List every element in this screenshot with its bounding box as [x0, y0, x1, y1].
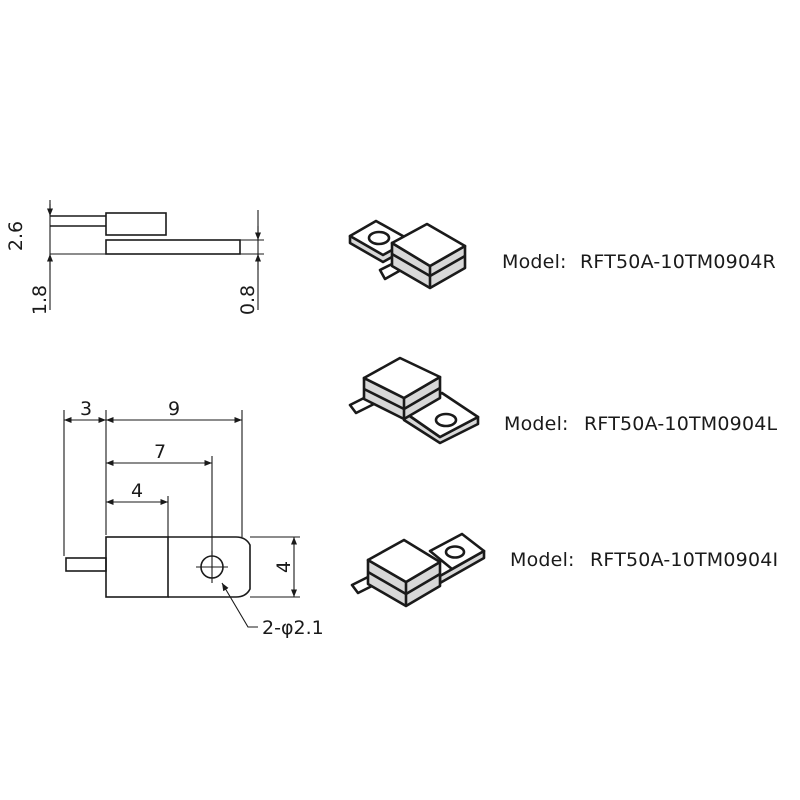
dim-overall: 9	[168, 398, 180, 420]
top-view: 3 9 7 4 4 2-φ2.1	[63, 398, 324, 639]
model-value-i: RFT50A-10TM0904I	[590, 549, 778, 571]
product-illustration-l	[348, 356, 480, 445]
dim-total-height: 2.6	[5, 221, 27, 251]
hole-callout: 2-φ2.1	[262, 617, 324, 639]
top-view-outline	[65, 536, 251, 598]
model-value-l: RFT50A-10TM0904L	[584, 413, 778, 435]
top-view-dimension-lines	[63, 410, 300, 628]
model-value-r: RFT50A-10TM0904R	[580, 251, 776, 273]
model-label-l: Model:	[504, 413, 569, 435]
product-illustration-r	[348, 219, 467, 290]
model-label-i: Model:	[510, 549, 575, 571]
product-illustration-i	[350, 532, 486, 608]
dim-lead: 3	[80, 398, 92, 420]
dim-tab-thickness: 0.8	[237, 285, 259, 315]
dim-block-width: 4	[131, 480, 143, 502]
dim-height: 4	[273, 561, 295, 573]
dim-hole-center: 7	[154, 441, 166, 463]
side-view-outline	[50, 212, 241, 255]
dim-block-height: 1.8	[29, 285, 51, 315]
model-label-r: Model:	[502, 251, 567, 273]
side-view: 2.6 1.8 0.8	[5, 200, 264, 315]
side-view-dimension-lines	[46, 200, 264, 310]
